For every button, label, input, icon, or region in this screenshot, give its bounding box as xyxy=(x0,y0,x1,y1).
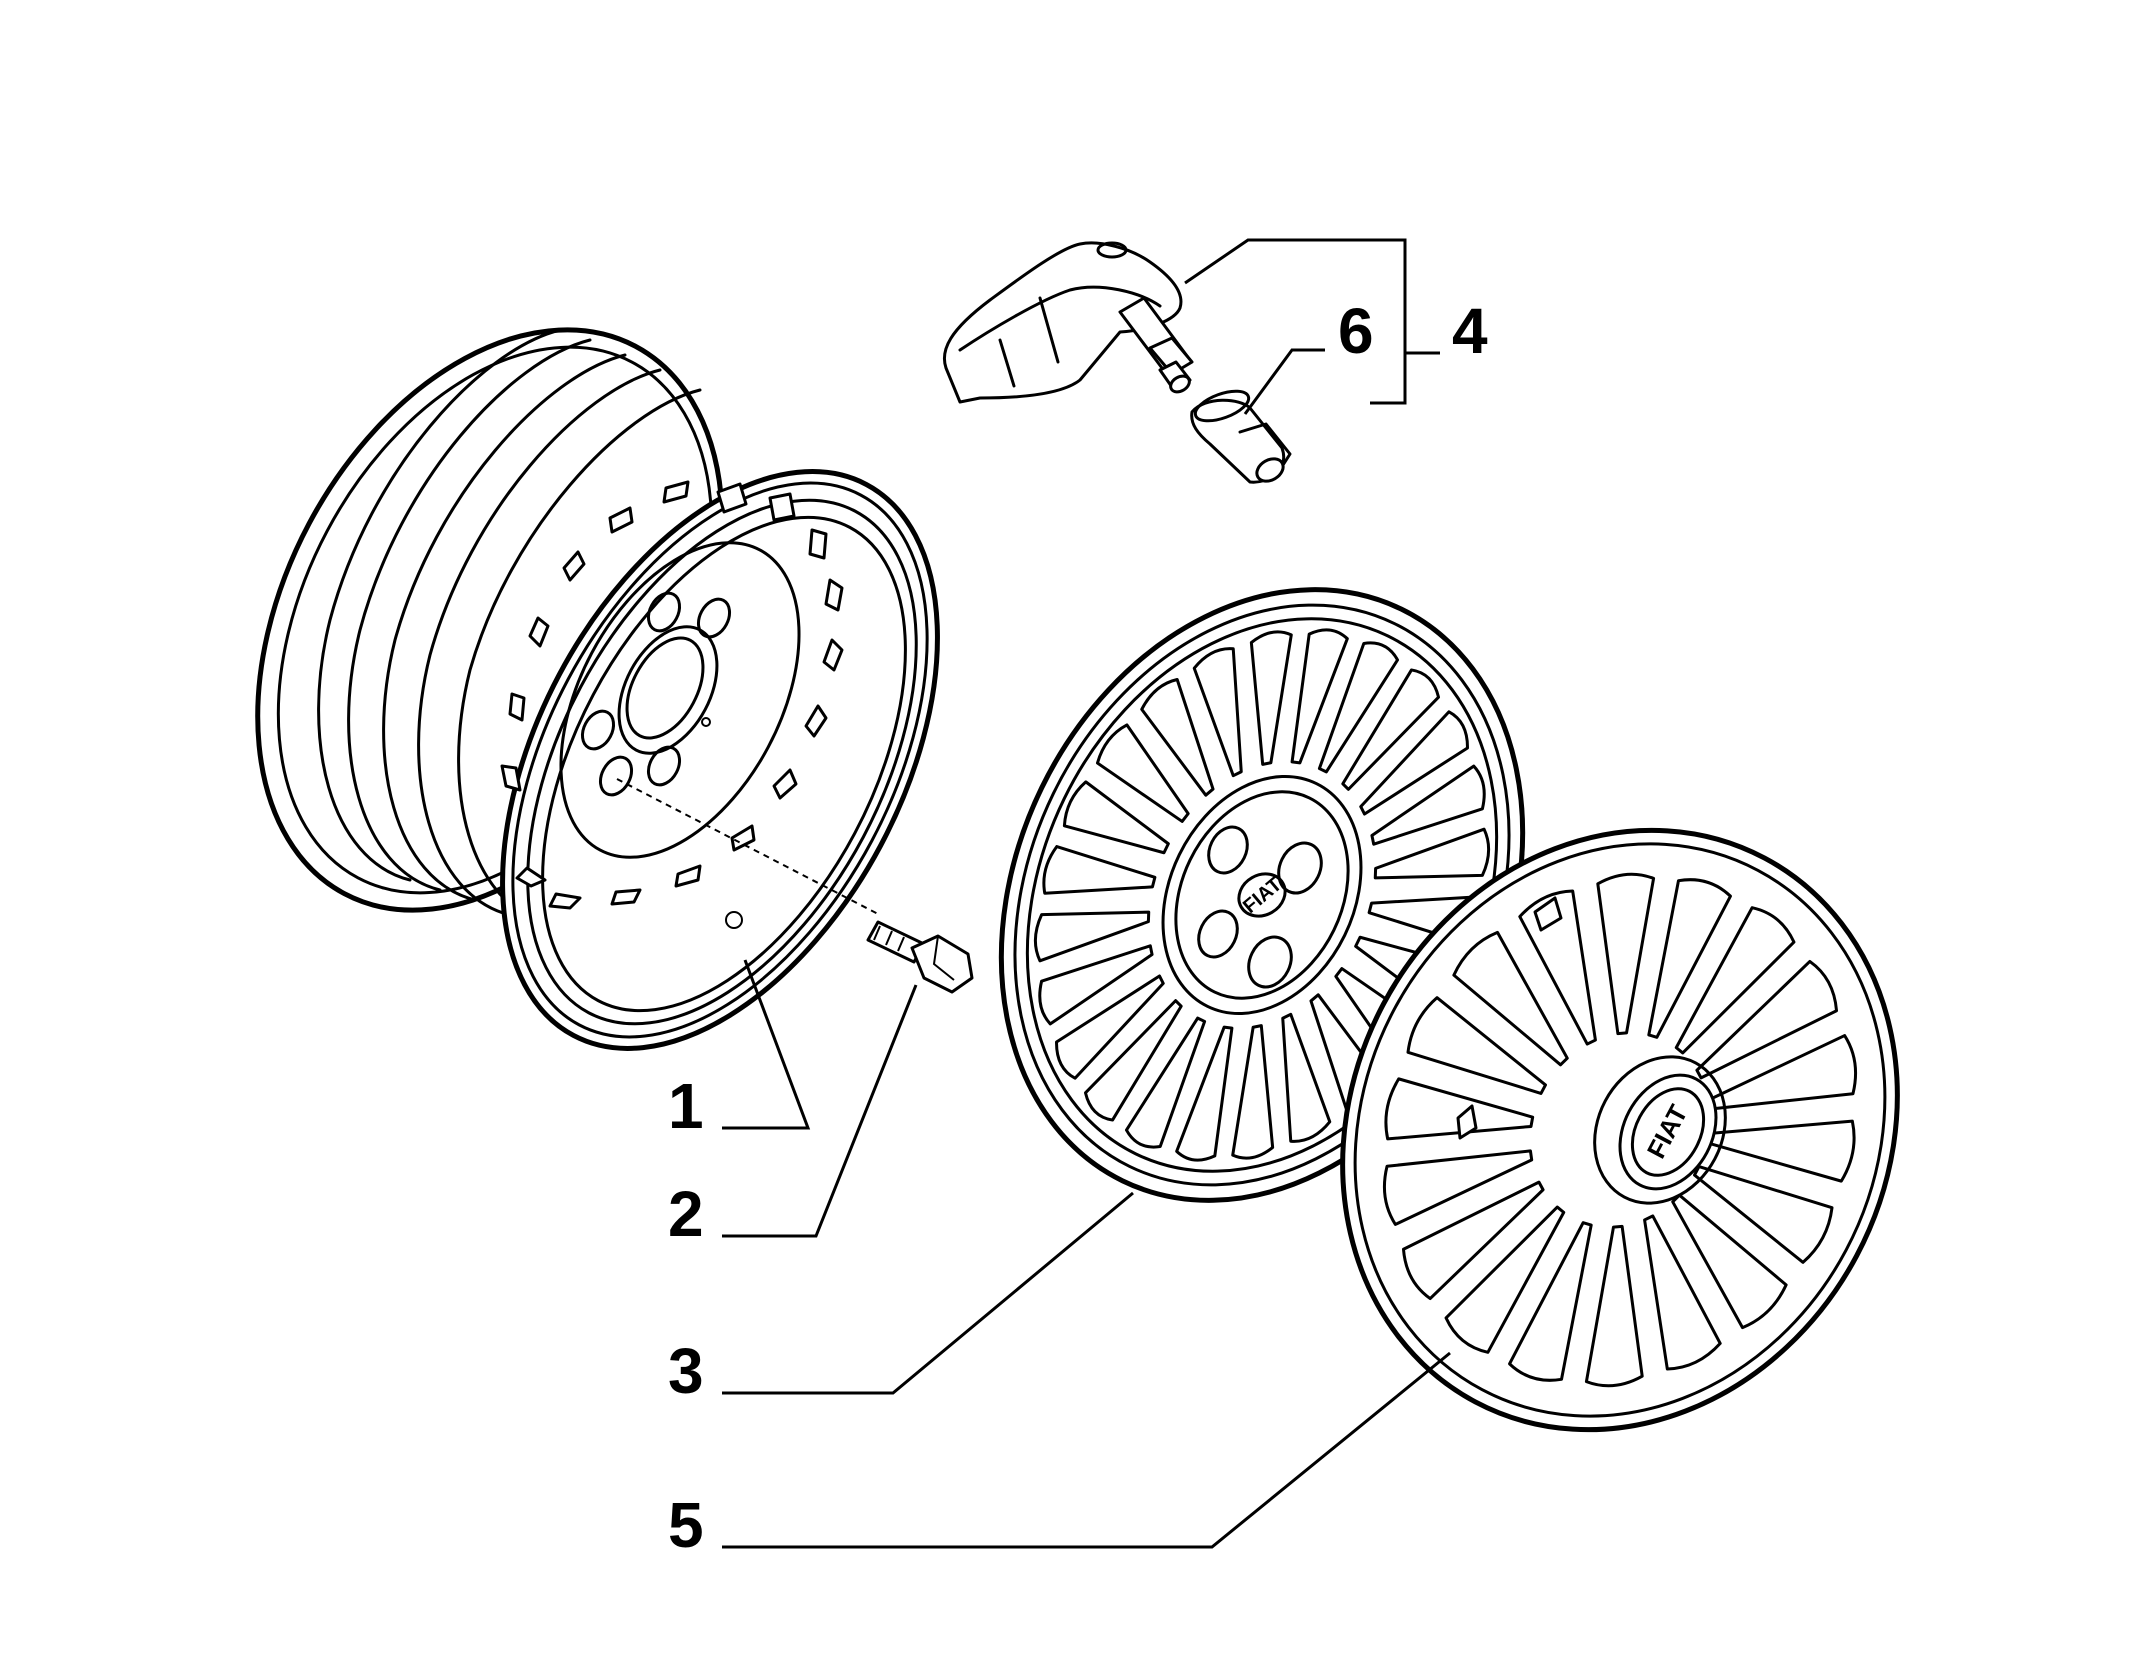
spoke-slot xyxy=(1643,1214,1722,1371)
spoke-slot xyxy=(1341,668,1441,791)
spoke-slot xyxy=(1695,959,1839,1080)
callout-6: 6 xyxy=(1338,295,1374,367)
spoke-slot xyxy=(1083,999,1183,1122)
valve-cap[interactable] xyxy=(1190,385,1292,486)
callout-4: 4 xyxy=(1452,295,1488,367)
spoke-slot xyxy=(1042,845,1157,895)
spoke-slot xyxy=(1674,906,1796,1055)
spoke-slot xyxy=(1124,1016,1207,1149)
callout-5: 5 xyxy=(668,1489,704,1561)
callout-1: 1 xyxy=(668,1070,704,1142)
callout-3: 3 xyxy=(668,1335,704,1407)
front-cover-spokes xyxy=(1382,872,1858,1388)
spoke-slot xyxy=(1062,780,1170,855)
spoke-slot xyxy=(1671,1193,1788,1330)
spoke-slot xyxy=(1140,677,1215,797)
spoke-slot xyxy=(1382,1149,1534,1226)
wheel-vent-holes xyxy=(500,480,844,910)
spoke-slot xyxy=(1095,723,1190,823)
wheel-cover-front[interactable]: FIAT xyxy=(1239,732,2001,1528)
steel-wheel[interactable] xyxy=(163,250,1027,1121)
spoke-slot xyxy=(1518,889,1597,1046)
spoke-slot xyxy=(1373,827,1491,880)
spoke-slot xyxy=(1705,1119,1856,1183)
spoke-slot xyxy=(1055,974,1165,1080)
spoke-slot xyxy=(1290,628,1349,765)
spoke-slot xyxy=(1384,1077,1535,1141)
spoke-slot xyxy=(1693,1165,1834,1264)
spoke-slot xyxy=(1317,641,1400,774)
spoke-slot xyxy=(1231,1024,1275,1160)
callout-labels: 1 2 3 4 5 6 xyxy=(668,295,1488,1561)
spoke-slot xyxy=(1406,996,1547,1095)
spoke-slot xyxy=(1359,710,1469,816)
spoke-slot xyxy=(1508,1221,1593,1382)
spoke-slot xyxy=(1192,647,1243,778)
spoke-slot xyxy=(1281,1012,1332,1143)
spoke-slot xyxy=(1033,910,1151,963)
spoke-slot xyxy=(1038,944,1154,1026)
spoke-slot xyxy=(1401,1180,1545,1301)
spoke-slot xyxy=(1175,1025,1234,1162)
spoke-slot xyxy=(1249,630,1293,766)
spoke-slot xyxy=(1596,872,1656,1036)
spoke-slot xyxy=(1452,930,1569,1067)
spoke-slot xyxy=(1444,1205,1566,1354)
callout-2: 2 xyxy=(668,1178,704,1250)
wheel-bolt[interactable] xyxy=(866,920,974,994)
tpms-sensor[interactable] xyxy=(942,241,1194,404)
spoke-slot xyxy=(1706,1034,1858,1111)
spoke-slot xyxy=(1584,1224,1644,1388)
rear-cover-spokes xyxy=(1033,628,1491,1162)
leader-lines xyxy=(722,238,1451,1549)
spoke-slot xyxy=(1370,764,1486,846)
spoke-slot xyxy=(1647,878,1732,1039)
